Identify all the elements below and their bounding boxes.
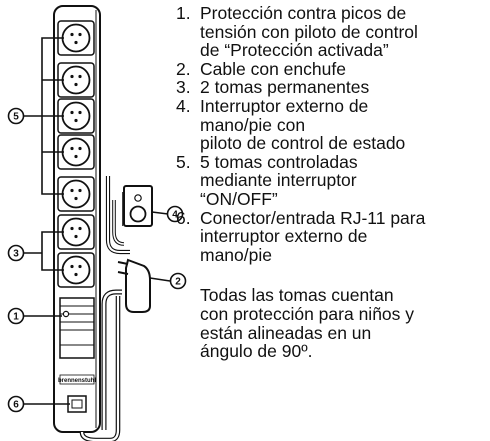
legend-item-line: Cable con enchufe [200, 58, 346, 79]
controlled-socket [57, 98, 95, 134]
legend-note-line: están alineadas en un [200, 322, 372, 343]
legend-item-line: Protección contra picos de [200, 3, 407, 23]
callout-3: 3 [7, 244, 25, 262]
legend-item-line: 2 tomas permanentes [200, 77, 370, 98]
surge-protection-panel [59, 297, 95, 359]
legend-item-line: interruptor externo de [200, 226, 368, 247]
legend-item-line: piloto de control de estado [200, 133, 406, 154]
svg-text:3: 3 [13, 249, 19, 260]
callout-6: 6 [7, 395, 25, 413]
legend-note-line: Todas las tomas cuentan [200, 285, 394, 306]
cables [79, 176, 130, 441]
legend-item-line: 5 tomas controladas [200, 151, 358, 172]
legend-item-number: 4. [176, 95, 191, 116]
legend-note-line: con protección para niños y [200, 303, 415, 324]
controlled-socket [57, 20, 95, 56]
protection-indicator-light [62, 310, 70, 318]
switch-status-indicator [134, 194, 142, 202]
svg-text:6: 6 [13, 400, 19, 411]
legend-item-line: mano/pie [200, 244, 272, 265]
legend-item-line: tensión con piloto de control [200, 21, 418, 42]
svg-text:brennenstuhl: brennenstuhl [58, 378, 96, 384]
permanent-socket [57, 214, 95, 250]
svg-text:2: 2 [175, 277, 181, 288]
legend-item-number: 2. [176, 58, 191, 79]
legend-item-number: 1. [176, 3, 191, 23]
power-strip-diagram: brennenstuhl [7, 5, 187, 441]
callout-leaders [24, 37, 171, 405]
controlled-socket [57, 62, 95, 98]
brand-logo: brennenstuhl [58, 374, 96, 385]
external-foot-switch [123, 185, 153, 227]
legend-item-line: mediante interruptor [200, 170, 357, 191]
svg-text:1: 1 [13, 312, 19, 323]
legend-item-line: de “Protección activada” [200, 40, 389, 61]
callout-2: 2 [169, 272, 187, 290]
svg-text:5: 5 [13, 112, 19, 123]
callout-5: 5 [7, 107, 25, 125]
svg-text:4: 4 [172, 210, 178, 221]
legend-item-line: Interruptor externo de [200, 95, 369, 116]
legend-item-number: 3. [176, 77, 191, 98]
legend-item-number: 5. [176, 151, 191, 172]
callout-1: 1 [7, 307, 25, 325]
legend-item-number: 6. [176, 207, 191, 228]
permanent-socket [57, 252, 95, 288]
rj11-connector [67, 395, 87, 413]
legend-item-line: “ON/OFF” [200, 188, 278, 209]
controlled-socket [57, 176, 95, 212]
legend-item-line: Conector/entrada RJ-11 para [200, 207, 426, 228]
legend-note-line: ángulo de 90º. [200, 341, 313, 362]
legend-item: 2. Cable con enchufe [176, 60, 488, 79]
legend-item: 3. 2 tomas permanentes [176, 78, 488, 97]
legend-item-line: mano/pie con [200, 114, 306, 135]
callout-markers: 1 2 3 4 5 6 [7, 107, 187, 413]
plug [117, 258, 151, 313]
callout-4: 4 [166, 205, 184, 223]
switch-button [129, 205, 147, 223]
